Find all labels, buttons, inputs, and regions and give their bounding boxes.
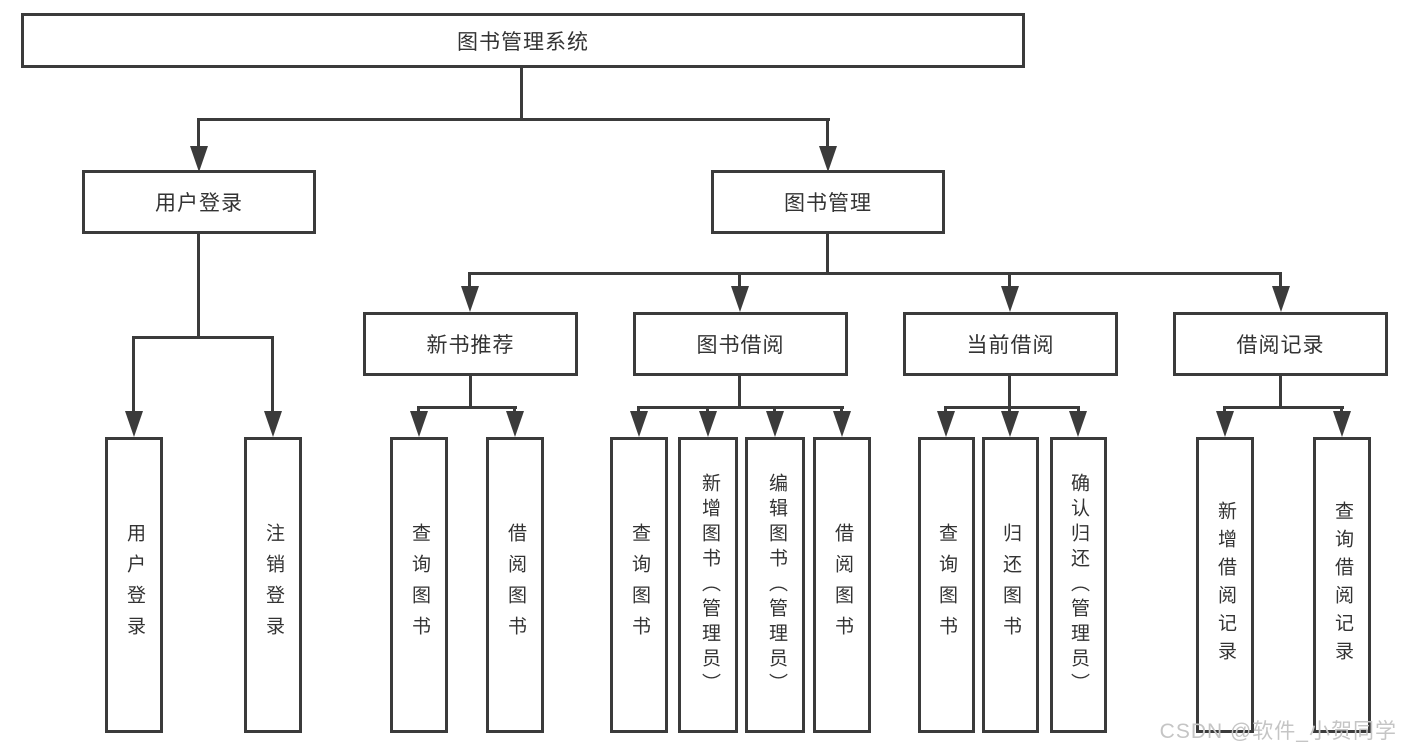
connector-root-to-book-management: [826, 118, 829, 148]
connector-user-login-bar: [132, 336, 274, 339]
arrow-down-icon: [937, 411, 955, 437]
arrow-down-icon: [819, 146, 837, 172]
arrow-down-icon: [125, 411, 143, 437]
connector-root-bar: [197, 118, 830, 121]
arrow-down-icon: [461, 286, 479, 312]
connector-current-borrow-bar: [944, 406, 1080, 409]
connector-to-book-borrow: [738, 272, 741, 286]
arrow-down-icon: [699, 411, 717, 437]
node-library-management-system: 图书管理系统: [21, 13, 1025, 68]
connector-to-user-login-leaf: [132, 336, 135, 411]
connector-stub: [773, 406, 776, 413]
leaf-confirm-return-admin: 确认归还（管理员）: [1050, 437, 1107, 733]
connector-stub: [1223, 406, 1226, 413]
arrow-down-icon: [190, 146, 208, 172]
arrow-down-icon: [731, 286, 749, 312]
leaf-borrow-books: 借阅图书: [486, 437, 544, 733]
arrow-down-icon: [1001, 411, 1019, 437]
leaf-borrow-books: 借阅图书: [813, 437, 871, 733]
connector-borrow-records-stem: [1279, 376, 1282, 406]
node-new-book-recommend: 新书推荐: [363, 312, 578, 376]
node-book-borrow: 图书借阅: [633, 312, 848, 376]
connector-current-borrow-stem: [1008, 376, 1011, 406]
leaf-query-books: 查询图书: [390, 437, 448, 733]
connector-to-borrow-records: [1279, 272, 1282, 286]
connector-stub: [1077, 406, 1080, 413]
connector-root-to-user-login: [197, 118, 200, 148]
node-borrow-records: 借阅记录: [1173, 312, 1388, 376]
arrow-down-icon: [833, 411, 851, 437]
leaf-add-borrow-record: 新增借阅记录: [1196, 437, 1254, 733]
connector-to-new-book-recommend: [468, 272, 471, 286]
connector-book-management-bar: [468, 272, 1282, 275]
connector-stub: [513, 406, 516, 413]
arrow-down-icon: [1216, 411, 1234, 437]
connector-stub: [1340, 406, 1343, 413]
arrow-down-icon: [506, 411, 524, 437]
arrow-down-icon: [766, 411, 784, 437]
node-book-management: 图书管理: [711, 170, 945, 234]
arrow-down-icon: [264, 411, 282, 437]
arrow-down-icon: [410, 411, 428, 437]
connector-new-book-stem: [469, 376, 472, 406]
node-current-borrow: 当前借阅: [903, 312, 1118, 376]
connector-root-stem: [520, 68, 523, 118]
arrow-down-icon: [630, 411, 648, 437]
connector-borrow-records-bar: [1223, 406, 1344, 409]
leaf-query-books: 查询图书: [610, 437, 668, 733]
arrow-down-icon: [1001, 286, 1019, 312]
connector-stub: [417, 406, 420, 413]
connector-to-current-borrow: [1008, 272, 1011, 286]
connector-stub: [637, 406, 640, 413]
arrow-down-icon: [1333, 411, 1351, 437]
connector-stub: [1008, 406, 1011, 413]
node-user-login: 用户登录: [82, 170, 316, 234]
leaf-add-books-admin: 新增图书（管理员）: [678, 437, 738, 733]
arrow-down-icon: [1272, 286, 1290, 312]
leaf-logout: 注销登录: [244, 437, 302, 733]
connector-stub: [706, 406, 709, 413]
connector-new-book-bar: [417, 406, 517, 409]
connector-user-login-stem: [197, 234, 200, 336]
connector-to-logout-leaf: [271, 336, 274, 411]
leaf-return-books: 归还图书: [982, 437, 1039, 733]
leaf-edit-books-admin: 编辑图书（管理员）: [745, 437, 805, 733]
csdn-watermark: CSDN @软件_小贺同学: [1159, 720, 1397, 743]
arrow-down-icon: [1069, 411, 1087, 437]
leaf-user-login: 用户登录: [105, 437, 163, 733]
connector-book-borrow-bar: [637, 406, 844, 409]
connector-book-borrow-stem: [738, 376, 741, 406]
connector-book-management-stem: [826, 234, 829, 272]
connector-stub: [840, 406, 843, 413]
leaf-query-borrow-record: 查询借阅记录: [1313, 437, 1371, 733]
connector-stub: [944, 406, 947, 413]
leaf-query-books: 查询图书: [918, 437, 975, 733]
